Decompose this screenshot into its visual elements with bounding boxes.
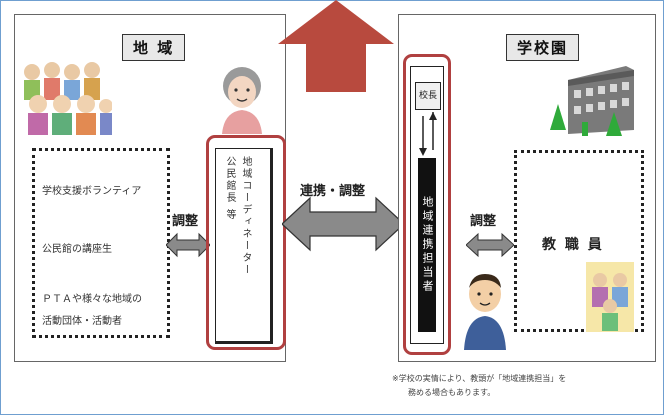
footnote: ※学校の実情により、教頭が「地域連携担当」を 務める場合もあります。 — [392, 372, 652, 400]
principal-box: 校長 — [415, 82, 441, 110]
member-groups: 活動団体・活動者 — [42, 316, 122, 327]
member-volunteer: 学校支援ボランティア — [42, 186, 142, 197]
double-arrow-right-icon — [466, 232, 514, 258]
coordinator-highlight — [206, 135, 286, 350]
staff-group-icon — [586, 262, 634, 332]
up-arrow-icon — [278, 0, 394, 92]
crowd-illustration-icon — [20, 58, 112, 136]
footnote-line-2: 務める場合もあります。 — [408, 388, 496, 397]
coordinator-person-icon — [222, 67, 262, 134]
community-members-box — [32, 148, 170, 338]
staff-label: 教 職 員 — [542, 237, 604, 253]
double-arrow-left-icon — [166, 232, 210, 258]
liaison-column: 地域連携担当者 — [418, 158, 436, 332]
double-arrow-center-icon — [282, 196, 404, 252]
link-label: 連携・調整 — [300, 184, 366, 199]
school-column-highlight — [403, 54, 451, 355]
member-course: 公民館の講座生 — [42, 244, 112, 255]
adjust-label-right: 調整 — [470, 214, 497, 229]
adjust-label-left: 調整 — [172, 214, 199, 229]
coordinator-role: 地域コーディネーター — [240, 156, 251, 276]
coordinator-card — [215, 148, 273, 344]
community-title: 地 域 — [122, 34, 186, 61]
school-building-icon — [550, 66, 634, 136]
up-down-arrows-icon — [419, 112, 437, 156]
member-pta: ＰＴＡや様々な地域の — [42, 294, 142, 305]
school-title: 学校園 — [506, 34, 580, 61]
teacher-person-icon — [464, 274, 506, 350]
coordinator-alt-role: 公民館長 等 — [224, 156, 235, 222]
footnote-line-1: ※学校の実情により、教頭が「地域連携担当」を — [392, 374, 567, 383]
